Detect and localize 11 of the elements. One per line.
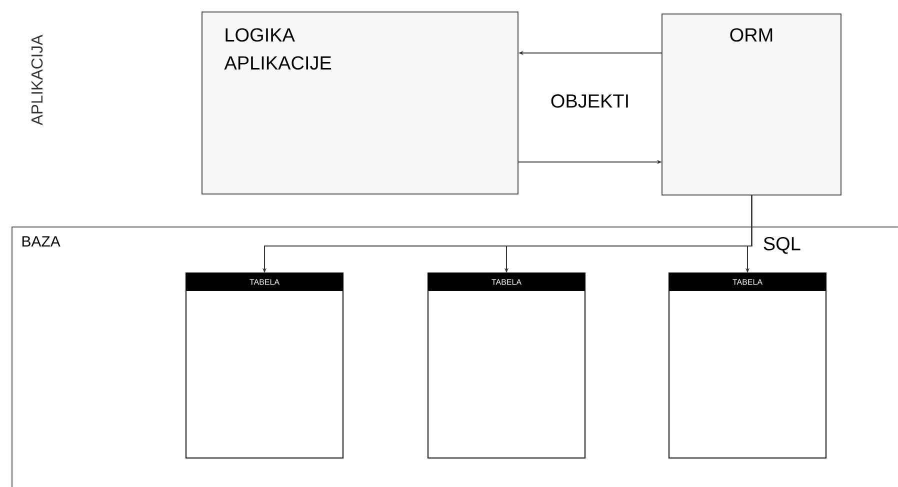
table-box <box>428 272 586 458</box>
table-header: TABELA <box>492 279 522 285</box>
flow-label: OBJEKTI <box>551 94 628 108</box>
table-box <box>668 272 826 458</box>
edge-label: SQL <box>764 236 800 254</box>
component-box: LOGIKA APLIKACIJE <box>202 12 518 194</box>
table-header: TABELA <box>732 279 763 285</box>
side-label: APLIKACIJA <box>31 34 43 126</box>
component-box: ORM <box>662 14 842 196</box>
table-header: TABELA <box>250 279 280 285</box>
table-box <box>186 272 344 458</box>
